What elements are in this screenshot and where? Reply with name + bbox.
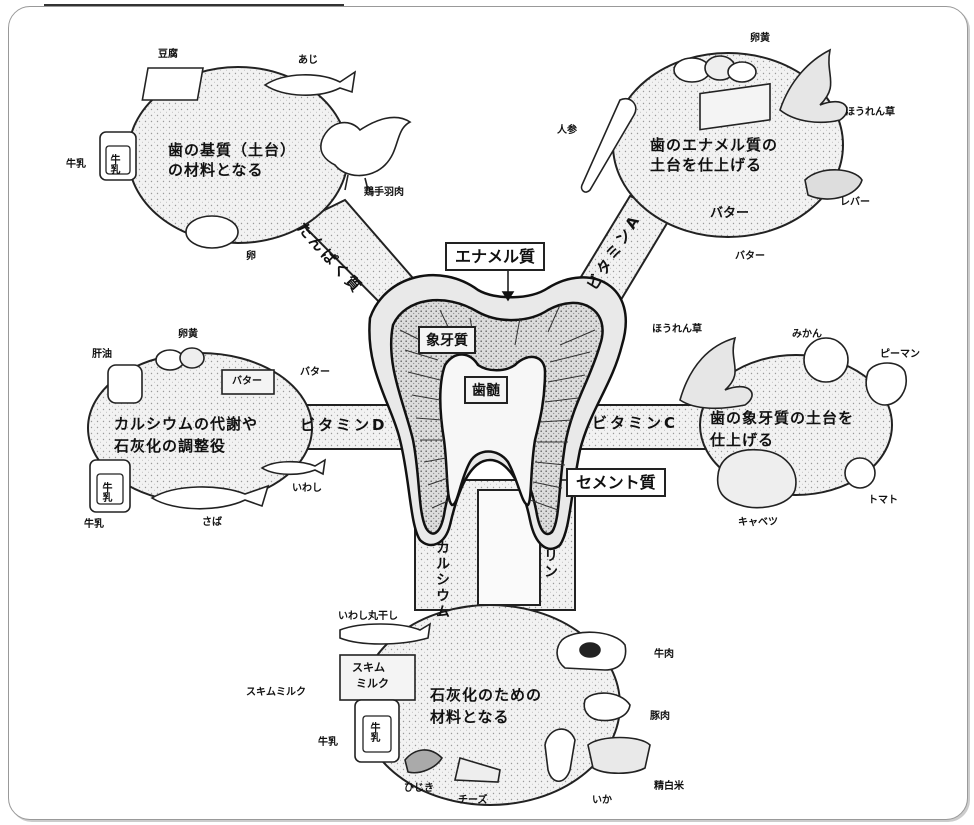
top-right-text-line2: 土台を仕上げる: [650, 155, 762, 175]
food-label-carrot: 人参: [557, 126, 577, 136]
food-label-butter-2: バター: [300, 368, 330, 378]
road-label-phosphorus: リン: [540, 548, 560, 580]
food-label-mackerel: さば: [202, 518, 222, 528]
food-label-skim-milk: スキムミルク: [246, 688, 306, 698]
food-label-milk-1: 牛乳: [66, 160, 86, 170]
food-label-liver: レバー: [840, 198, 870, 208]
top-left-text-line1: 歯の基質（土台）: [168, 140, 296, 160]
food-label-butter-1: バター: [735, 252, 765, 262]
top-right-text-line1: 歯のエナメル質の: [650, 135, 778, 155]
tofu-illustration: [142, 68, 203, 100]
road-label-calcium: カルシウム: [432, 540, 452, 620]
middle-left-text-line2: 石灰化の調整役: [114, 436, 226, 456]
rice-bowl-illustration: [588, 738, 650, 774]
food-label-green-pepper: ピーマン: [880, 350, 920, 360]
butter-mark-top-right: バター: [710, 207, 749, 220]
food-label-spinach-1: ほうれん草: [845, 108, 895, 118]
food-label-liver-oil: 肝油: [92, 350, 112, 360]
bottom-text-line1: 石灰化のための: [430, 685, 542, 705]
enamel-label: エナメル質: [445, 242, 545, 271]
food-label-spinach-2: ほうれん草: [652, 325, 702, 335]
milk-mark-1: 牛乳: [108, 154, 118, 174]
food-label-dried-sardine: いわし丸干し: [338, 612, 398, 622]
food-label-milk-2: 牛乳: [84, 520, 104, 530]
middle-left-text-line1: カルシウムの代謝や: [114, 414, 258, 434]
middle-right-text-line2: 仕上げる: [710, 430, 774, 450]
green-pepper-illustration: [866, 363, 906, 405]
liver-illustration: [805, 170, 862, 199]
mandarin-illustration: [804, 338, 848, 382]
food-label-horse-mackerel: あじ: [298, 56, 318, 66]
skim-milk-mark-1: スキム: [352, 662, 385, 673]
food-label-polished-rice: 精白米: [654, 782, 684, 792]
pig-illustration: [584, 693, 630, 720]
food-label-sardine: いわし: [292, 484, 322, 494]
food-label-chicken-wings: 鶏手羽肉: [364, 188, 404, 198]
food-label-milk-3: 牛乳: [318, 738, 338, 748]
top-left-text-line2: の材料となる: [168, 160, 264, 180]
food-label-egg-1: 卵: [246, 252, 256, 262]
food-label-beef: 牛肉: [654, 650, 674, 660]
road-label-vitamin-c: ビタミンC: [592, 416, 678, 431]
food-label-squid: いか: [592, 796, 612, 806]
road-label-vitamin-d: ビタミンD: [300, 418, 387, 433]
milk-mark-3: 牛乳: [368, 722, 378, 742]
cementum-label: セメント質: [566, 468, 666, 497]
food-label-tomato: トマト: [868, 496, 898, 506]
tomato-illustration: [845, 458, 875, 488]
food-label-pork: 豚肉: [650, 712, 670, 722]
liver-oil-jar-illustration: [108, 365, 142, 403]
skim-milk-mark-2: ミルク: [356, 678, 389, 689]
middle-right-text-line1: 歯の象牙質の土台を: [710, 408, 854, 428]
cabbage-illustration: [718, 450, 796, 508]
food-label-mandarin: みかん: [792, 330, 822, 340]
egg-illustration-1: [186, 216, 238, 248]
pulp-label: 歯髄: [464, 376, 508, 404]
food-label-tofu: 豆腐: [158, 50, 178, 60]
food-label-egg-yolk-2: 卵黄: [178, 330, 198, 340]
milk-mark-2: 牛乳: [100, 482, 110, 502]
food-label-cheese: チーズ: [458, 796, 488, 806]
food-label-cabbage: キャベツ: [738, 518, 778, 528]
food-label-egg-yolk-1: 卵黄: [750, 34, 770, 44]
bottom-text-line2: 材料となる: [430, 707, 510, 727]
dentin-label: 象牙質: [418, 326, 476, 354]
food-label-hijiki: ひじき: [404, 784, 434, 794]
butter-mark-middle-left: バター: [232, 377, 262, 387]
